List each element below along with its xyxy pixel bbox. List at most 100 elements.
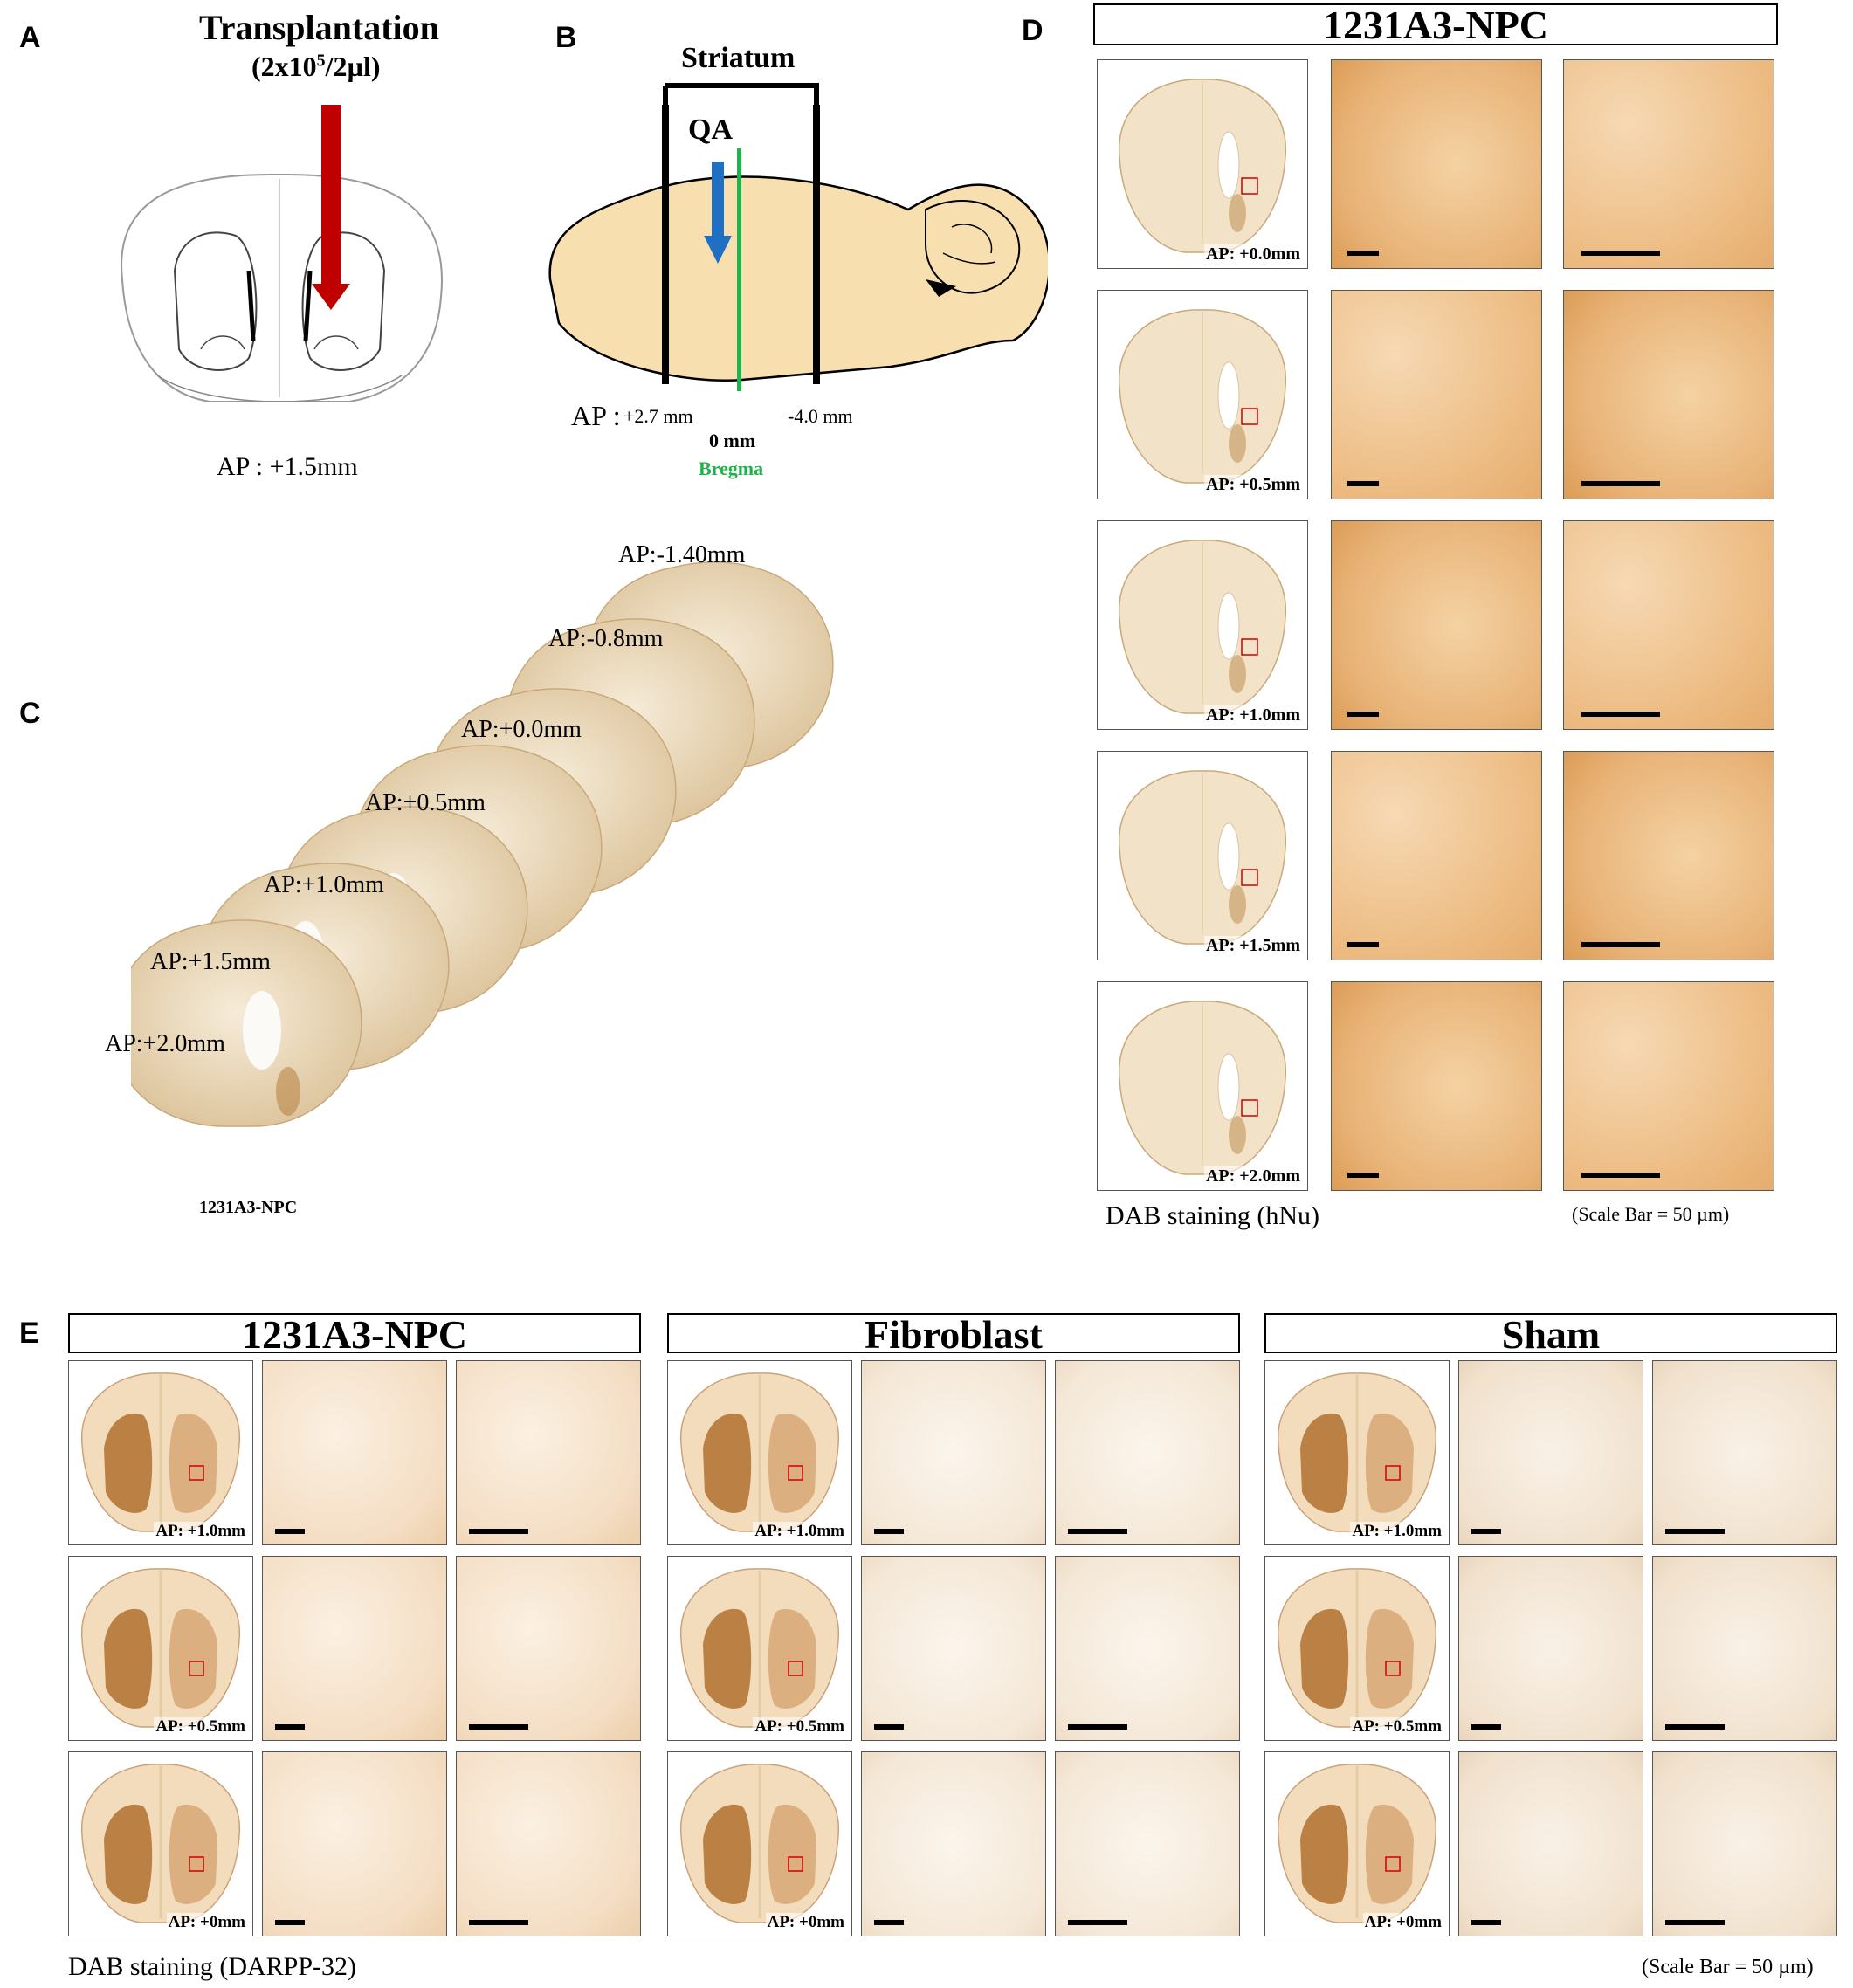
- panel-e-ap-label: AP: +0.5mm: [1350, 1717, 1443, 1737]
- scale-bar: [1347, 251, 1379, 256]
- panel-d-ap-label: AP: +2.0mm: [1203, 1166, 1302, 1187]
- panel-e-overview-image: AP: +0mm: [1264, 1751, 1450, 1936]
- section-label-2: AP:-0.8mm: [548, 625, 664, 652]
- panel-a-ap-label: AP : +1.5mm: [217, 452, 358, 481]
- coronal-section-thumbnail: [1278, 1372, 1436, 1532]
- panel-a-dose: (2x105/2µl): [251, 51, 381, 82]
- panel-b-zero: 0 mm: [709, 430, 756, 451]
- coronal-section-thumbnail: [1278, 1764, 1436, 1923]
- section-label-5: AP:+1.0mm: [264, 871, 384, 898]
- scale-bar: [1581, 1173, 1660, 1178]
- panel-d-ap-label: AP: +0.0mm: [1203, 244, 1302, 265]
- scale-bar: [1665, 1724, 1725, 1730]
- coronal-section-thumbnail: [1278, 1568, 1436, 1728]
- panel-d-micrograph: [1331, 520, 1542, 730]
- panel-e-overview-image: AP: +0mm: [667, 1751, 852, 1936]
- transplant-arrow-shaft: [321, 105, 341, 288]
- panel-b-letter: B: [555, 21, 577, 54]
- panel-e-micrograph: [1652, 1360, 1837, 1545]
- panel-e-group-title: 1231A3-NPC: [68, 1313, 641, 1355]
- panel-e-micrograph: [1055, 1556, 1240, 1741]
- qa-label: QA: [688, 114, 733, 146]
- panel-c-letter: C: [19, 697, 41, 730]
- coronal-atlas-diagram: [121, 105, 443, 402]
- panel-d-overview-image: AP: +1.0mm: [1097, 520, 1308, 730]
- panel-a-letter: A: [19, 21, 41, 54]
- scale-bar: [1581, 251, 1660, 256]
- section-label-1: AP:-1.40mm: [618, 541, 746, 568]
- panel-b-bregma: Bregma: [699, 457, 764, 479]
- panel-e-ap-label: AP: +1.0mm: [753, 1522, 846, 1541]
- panel-e-overview-image: AP: +0.5mm: [68, 1556, 253, 1741]
- panel-e-micrograph: [1652, 1751, 1837, 1936]
- panel-e-overview-image: AP: +0mm: [68, 1751, 253, 1936]
- scale-bar: [275, 1724, 305, 1730]
- panel-e-micrograph: [861, 1556, 1046, 1741]
- panel-e-micrograph: [456, 1751, 641, 1936]
- scale-bar: [874, 1724, 904, 1730]
- panel-e-overview-image: AP: +0.5mm: [1264, 1556, 1450, 1741]
- panel-d-micrograph: [1563, 520, 1774, 730]
- panel-d-micrograph: [1331, 59, 1542, 269]
- panel-e-ap-label: AP: +1.0mm: [154, 1522, 247, 1541]
- panel-e-micrograph: [1458, 1360, 1643, 1545]
- scale-bar: [469, 1920, 528, 1925]
- section-label-7: AP:+2.0mm: [105, 1030, 225, 1057]
- panel-e-micrograph: [456, 1556, 641, 1741]
- panel-d-ap-label: AP: +1.5mm: [1203, 936, 1302, 956]
- scale-bar: [1347, 1173, 1379, 1178]
- sagittal-brain-outline: [548, 175, 1048, 382]
- panel-e-ap-label: AP: +0mm: [765, 1913, 846, 1932]
- coronal-section-thumbnail: [680, 1372, 839, 1532]
- scale-bar: [1581, 712, 1660, 717]
- transplant-arrow-head: [312, 284, 350, 310]
- panel-e-scale: (Scale Bar = 50 µm): [1642, 1956, 1814, 1978]
- section-label-3: AP:+0.0mm: [461, 716, 582, 743]
- panel-b-ap-prefix: AP :: [571, 400, 621, 431]
- panel-d-micrograph: [1563, 751, 1774, 960]
- scale-bar: [1665, 1920, 1725, 1925]
- scale-bar: [1471, 1920, 1501, 1925]
- scale-bar: [1347, 712, 1379, 717]
- panel-d-micrograph: [1563, 290, 1774, 499]
- panel-d-ap-label: AP: +0.5mm: [1203, 475, 1302, 495]
- scale-bar: [1068, 1724, 1127, 1730]
- panel-e-ap-label: AP: +0.5mm: [154, 1717, 247, 1737]
- scale-bar: [1471, 1724, 1501, 1730]
- panel-e-group-title: Fibroblast: [667, 1313, 1240, 1355]
- scale-bar: [275, 1920, 305, 1925]
- scale-bar: [469, 1724, 528, 1730]
- panel-e-overview-image: AP: +0.5mm: [667, 1556, 852, 1741]
- panel-e-letter: E: [19, 1317, 39, 1350]
- coronal-section-thumbnail: [1119, 1001, 1286, 1175]
- panel-d-micrograph: [1563, 59, 1774, 269]
- panel-c-caption: 1231A3-NPC: [199, 1198, 298, 1217]
- section-label-6: AP:+1.5mm: [150, 948, 271, 975]
- panel-d-ap-label: AP: +1.0mm: [1203, 705, 1302, 726]
- panel-d-micrograph: [1331, 751, 1542, 960]
- panel-e-overview-image: AP: +1.0mm: [1264, 1360, 1450, 1545]
- qa-arrow-head: [704, 236, 732, 264]
- panel-d-letter: D: [1022, 14, 1044, 47]
- panel-e-overview-image: AP: +1.0mm: [68, 1360, 253, 1545]
- panel-a-title: Transplantation: [199, 8, 439, 47]
- panel-d-scale: (Scale Bar = 50 µm): [1572, 1203, 1730, 1225]
- serial-sections-stack: [131, 561, 834, 1127]
- section-label-4: AP:+0.5mm: [365, 789, 486, 816]
- scale-bar: [469, 1529, 528, 1534]
- panel-d-stain: DAB staining (hNu): [1106, 1201, 1319, 1230]
- coronal-section-thumbnail: [680, 1764, 839, 1923]
- scale-bar: [275, 1529, 305, 1534]
- panel-e-micrograph: [1652, 1556, 1837, 1741]
- coronal-section-thumbnail: [81, 1568, 240, 1728]
- panel-e-ap-label: AP: +1.0mm: [1350, 1522, 1443, 1541]
- panel-e-ap-label: AP: +0.5mm: [753, 1717, 846, 1737]
- panel-e-micrograph: [456, 1360, 641, 1545]
- panel-e-group-title: Sham: [1264, 1313, 1837, 1355]
- panel-e-ap-label: AP: +0mm: [1362, 1913, 1443, 1932]
- panel-e-overview-image: AP: +1.0mm: [667, 1360, 852, 1545]
- panel-d-micrograph: [1331, 981, 1542, 1191]
- panel-e-micrograph: [861, 1751, 1046, 1936]
- coronal-section-thumbnail: [1119, 309, 1286, 484]
- scale-bar: [1347, 481, 1379, 486]
